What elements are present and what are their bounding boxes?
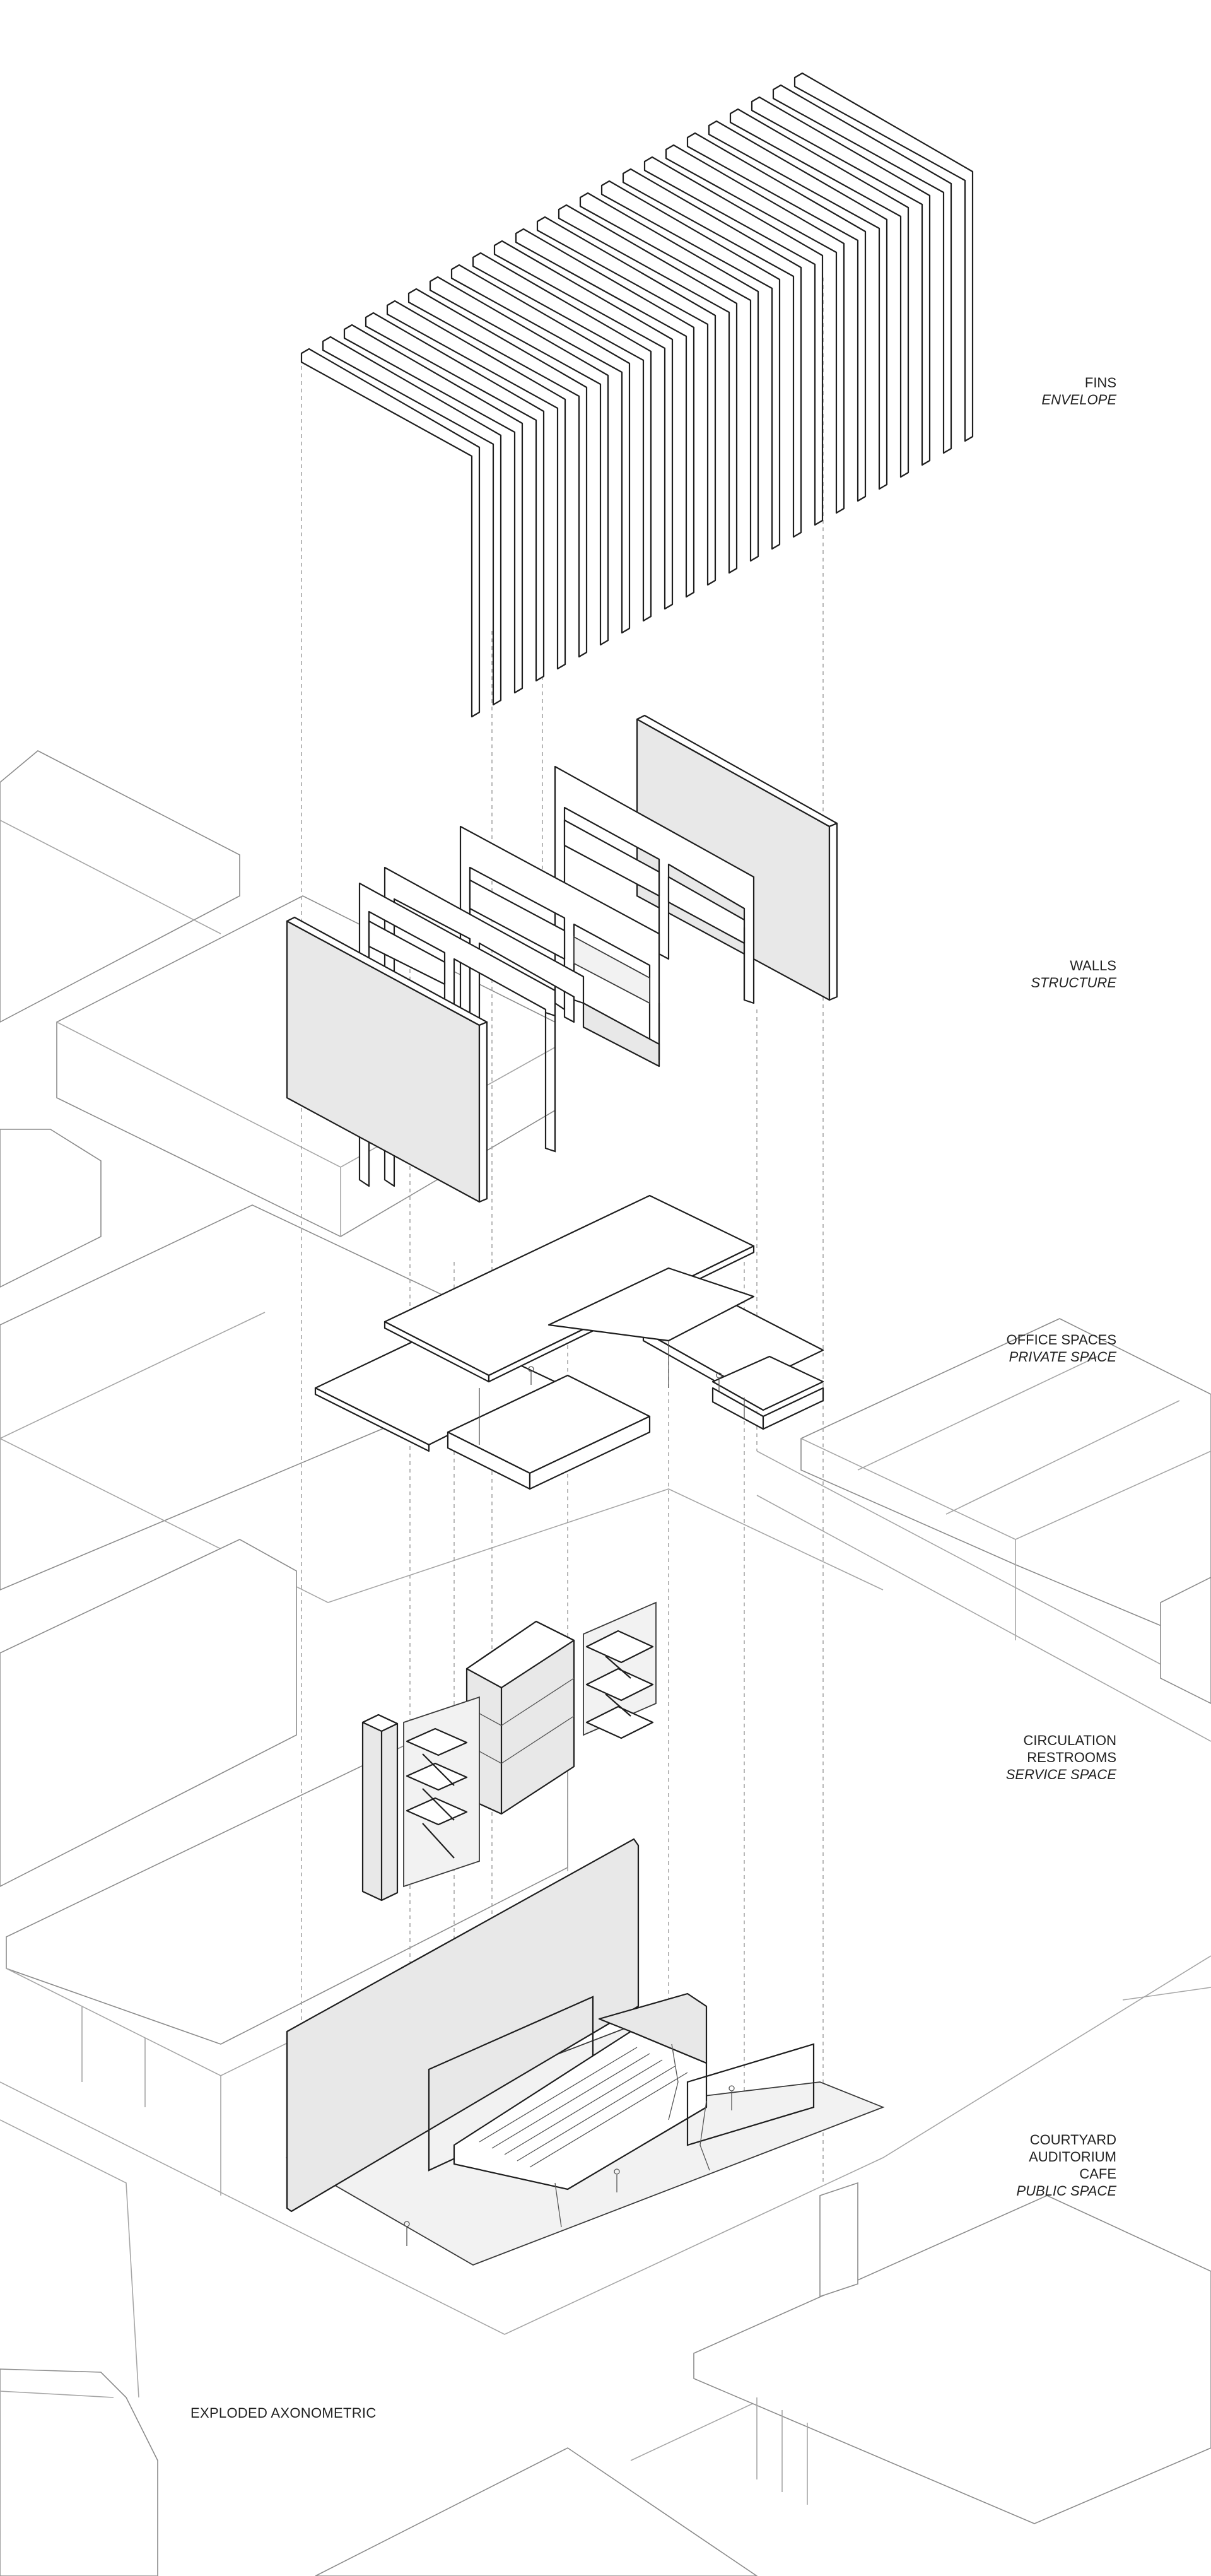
drawing-title: EXPLODED AXONOMETRIC [190,2405,377,2421]
fin [772,84,952,454]
office-label: OFFICE SPACES PRIVATE SPACE [1007,1331,1116,1365]
fin [536,216,717,586]
circulation-layer [361,1601,657,1902]
office-layer [314,1194,824,1490]
fin [600,180,781,550]
fin [643,156,824,526]
circulation-label: CIRCULATION RESTROOMS SERVICE SPACE [1006,1732,1116,1783]
fins-layer [300,72,974,718]
fin [300,348,481,718]
fin [793,72,974,442]
fin [515,228,695,598]
fin [472,252,652,622]
fin [322,336,502,706]
walls-label: WALLS STRUCTURE [1031,957,1116,991]
fin [622,168,802,538]
circulation-label-sub: SERVICE SPACE [1005,1767,1116,1782]
circulation-label-line: CIRCULATION [1023,1732,1117,1748]
fins-label: FINS ENVELOPE [1041,374,1116,408]
fin [343,324,524,694]
fin [686,132,867,502]
courtyard-label: COURTYARD AUDITORIUM CAFE PUBLIC SPACE [1016,2131,1116,2199]
fin [429,276,609,646]
fin [729,108,910,478]
fin [665,144,845,514]
courtyard-label-line: AUDITORIUM [1029,2149,1116,2165]
office-label-line: OFFICE SPACES [1006,1332,1116,1348]
courtyard-label-line: CAFE [1079,2166,1116,2182]
fin [450,264,631,634]
office-label-sub: PRIVATE SPACE [1009,1349,1116,1365]
fin [365,312,545,682]
fin [407,288,588,658]
fins-label-sub: ENVELOPE [1041,392,1116,408]
walls-label-line: WALLS [1070,958,1116,973]
walls-layer [286,714,838,1203]
circulation-label-line: RESTROOMS [1027,1750,1116,1765]
fin [558,204,738,574]
courtyard-label-sub: PUBLIC SPACE [1016,2183,1116,2199]
fin [708,120,888,490]
fin [386,300,566,670]
walls-label-sub: STRUCTURE [1031,975,1116,991]
courtyard-layer [285,1838,885,2266]
fins-label-line: FINS [1084,375,1116,391]
fin [493,240,674,610]
fin [751,96,931,466]
fin [579,192,759,562]
courtyard-label-line: COURTYARD [1029,2132,1116,2148]
